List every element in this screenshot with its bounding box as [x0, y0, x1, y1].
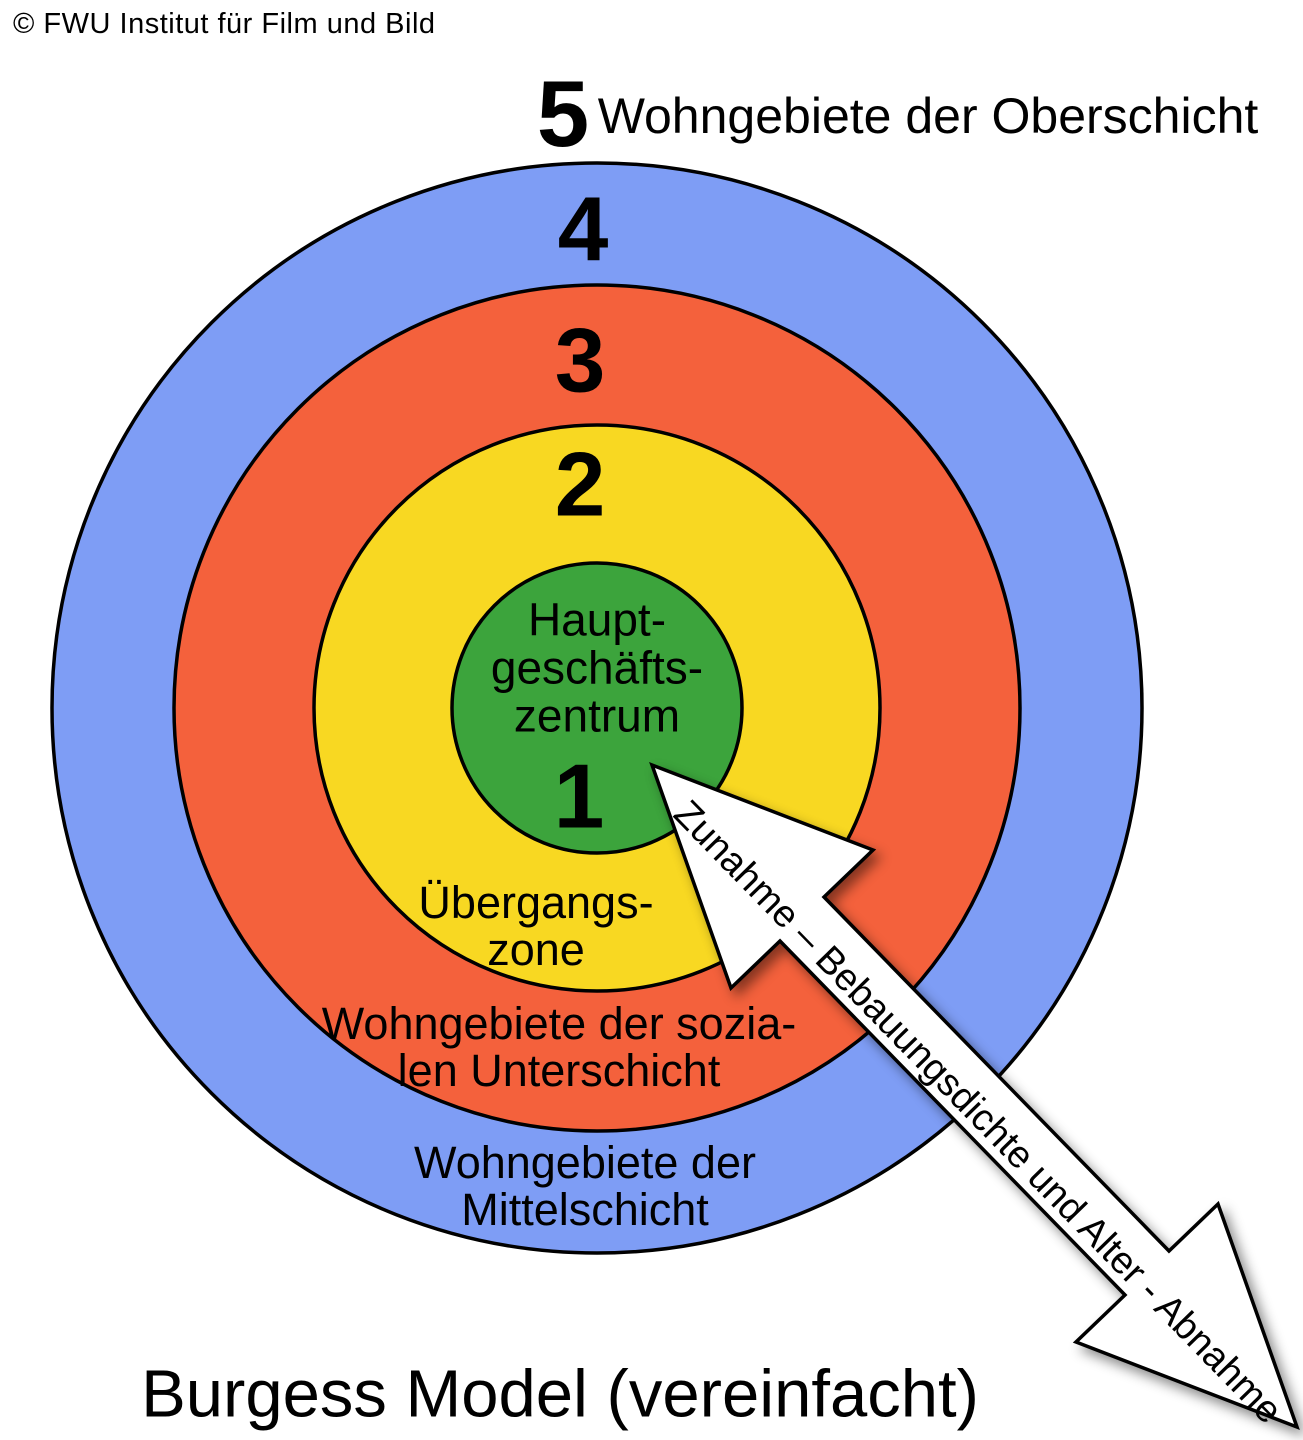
- copyright-notice: © FWU Institut für Film und Bild: [13, 8, 436, 40]
- zone-5-number: 5: [536, 61, 590, 166]
- zone-1-label-line-2: geschäfts-: [490, 641, 704, 694]
- zone-2-label-line-1: Übergangs-: [418, 876, 654, 928]
- zone-3-label: Wohngebiete der sozia- len Unterschicht: [321, 997, 797, 1096]
- zone-4-label-line-2: Mittelschicht: [461, 1184, 709, 1235]
- zone-3-number: 3: [554, 310, 606, 412]
- zone-1-label-line-1: Haupt-: [527, 593, 667, 646]
- zone-2-label: Übergangs- zone: [418, 876, 654, 975]
- zone-1-label: Haupt- geschäfts- zentrum: [490, 593, 704, 741]
- zone-3-label-line-1: Wohngebiete der sozia-: [321, 997, 797, 1049]
- zone-1-number: 1: [553, 746, 605, 848]
- zone-1-label-line-3: zentrum: [513, 688, 681, 741]
- double-headed-arrow-icon: [649, 762, 1300, 1430]
- zone-4-number: 4: [557, 179, 609, 281]
- zone-4-label: Wohngebiete der Mittelschicht: [414, 1136, 756, 1235]
- zone-2-number: 2: [554, 434, 606, 536]
- diagram-title: Burgess Model (vereinfacht): [141, 1356, 979, 1432]
- zone-4-label-line-1: Wohngebiete der: [414, 1136, 756, 1188]
- zone-5-label: Wohngebiete der Oberschicht: [597, 88, 1259, 144]
- zone-3-label-line-2: len Unterschicht: [397, 1045, 721, 1096]
- zone-2-label-line-2: zone: [487, 924, 585, 975]
